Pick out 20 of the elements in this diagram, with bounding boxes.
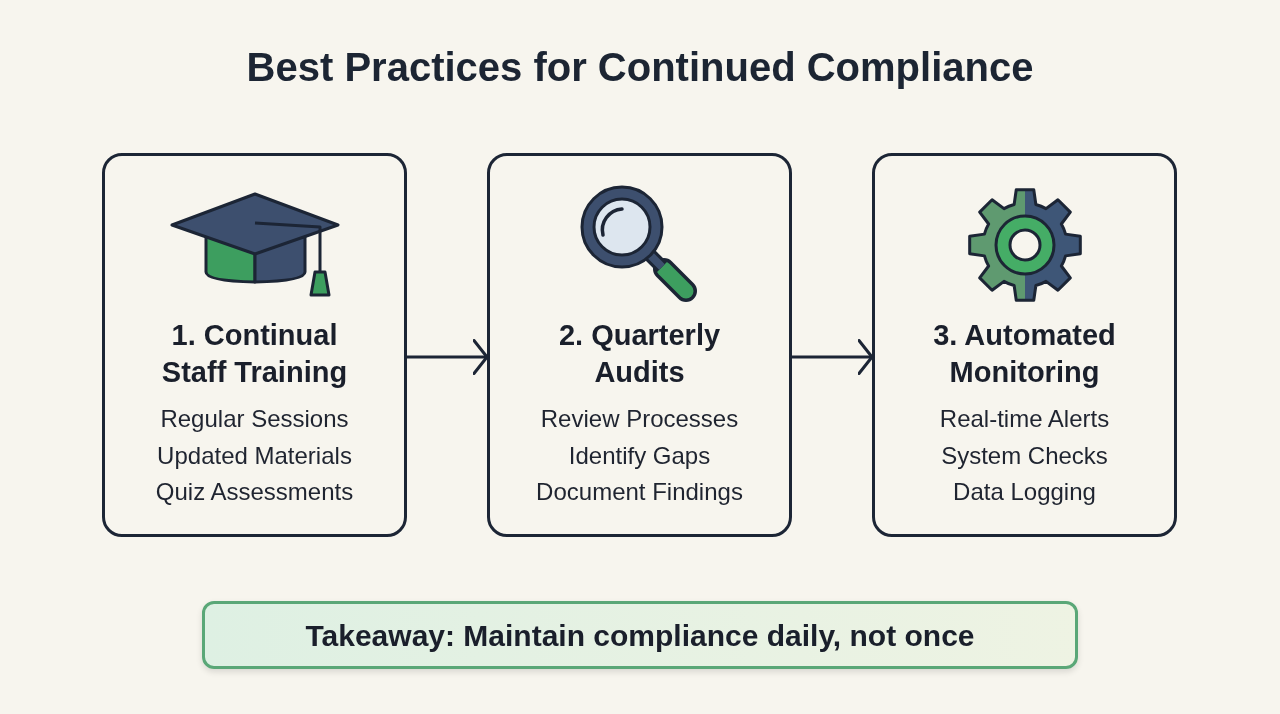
step-item: Identify Gaps	[568, 440, 711, 471]
arrow	[407, 339, 489, 375]
step-heading: 1. Continual Staff Training	[160, 318, 349, 390]
step-card	[872, 153, 1177, 537]
step-item: Review Processes	[540, 404, 739, 434]
step-item: Regular Sessions	[160, 404, 349, 434]
step-item: Data Logging	[953, 477, 1096, 507]
step-item: Real-time Alerts	[939, 404, 1110, 434]
step-item: Quiz Assessments	[155, 477, 354, 507]
step-item: System Checks	[941, 440, 1108, 471]
step-item: Document Findings	[536, 477, 743, 507]
takeaway-banner	[202, 601, 1078, 669]
step-card	[102, 153, 407, 537]
step-item: Updated Materials	[157, 440, 352, 471]
title: Best Practices for Continued Compliance	[246, 44, 1034, 91]
step-card	[487, 153, 792, 537]
takeaway-text: Takeaway: Maintain compliance daily, not once	[305, 617, 975, 654]
arrow	[792, 339, 874, 375]
step-heading: 3. Automated Monitoring	[932, 318, 1117, 390]
step-heading: 2. Quarterly Audits	[557, 318, 722, 390]
